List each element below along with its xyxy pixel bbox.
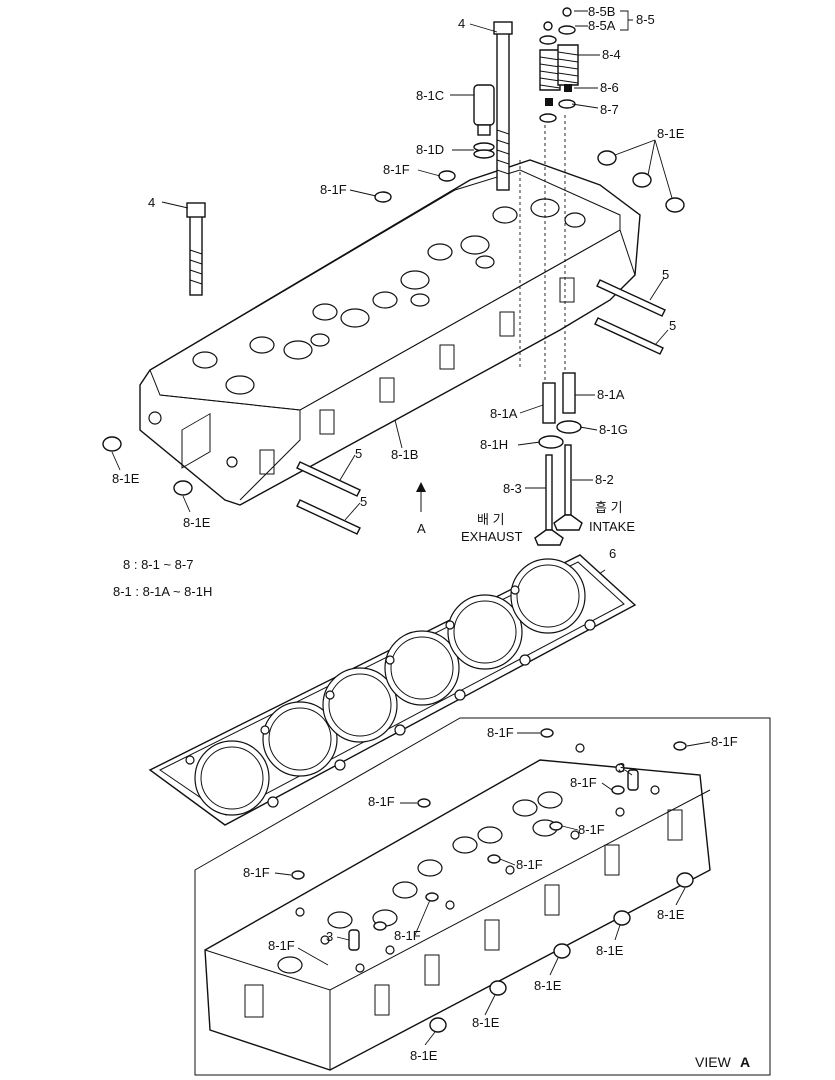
label-8-1F-a: 8-1F [383, 162, 410, 177]
valves [534, 444, 583, 546]
view-label-8-1F-2: 8-1F [711, 734, 738, 749]
view-label-3-b: 3 [326, 929, 333, 944]
head-bolt-top [493, 21, 513, 191]
view-a-title: VIEW [695, 1054, 732, 1070]
label-stud-5-a: 5 [662, 267, 669, 282]
label-8-1A-l: 8-1A [490, 406, 518, 421]
label-8-1E-l2: 8-1E [183, 515, 211, 530]
label-exhaust-kr: 배 기 [477, 512, 505, 527]
label-8-1E-top: 8-1E [657, 126, 685, 141]
label-8-1F-b: 8-1F [320, 182, 347, 197]
labels: 4 4 8-5B 8-5A 8-5 8-4 8-6 8-7 8-1C 8-1D … [112, 4, 750, 1070]
expansion-plug-icon [597, 150, 617, 166]
legend-line-2: 8-1 : 8-1A ~ 8-1H [113, 584, 212, 599]
label-8-6: 8-6 [600, 80, 619, 95]
view-label-3-a: 3 [618, 760, 625, 775]
valve-springs [539, 44, 579, 91]
label-8-3: 8-3 [503, 481, 522, 496]
label-8-5B: 8-5B [588, 4, 615, 19]
label-8-2: 8-2 [595, 472, 614, 487]
leader-lines-top [111, 10, 673, 581]
label-arrow-a: A [417, 521, 426, 536]
label-stud-5-c: 5 [355, 446, 362, 461]
plug-icon [374, 191, 392, 203]
label-bolt-top: 4 [458, 16, 465, 31]
view-label-8-1E-3: 8-1E [534, 978, 562, 993]
expansion-plug-icon [632, 172, 652, 188]
view-label-8-1F-3: 8-1F [368, 794, 395, 809]
head-bosses [192, 198, 586, 395]
label-8-1E-l1: 8-1E [112, 471, 140, 486]
label-8-1C: 8-1C [416, 88, 444, 103]
label-8-1G: 8-1G [599, 422, 628, 437]
label-stud-5-b: 5 [669, 318, 676, 333]
label-intake: INTAKE [589, 519, 635, 534]
expansion-plug-icon [665, 197, 685, 213]
view-label-8-1E-1: 8-1E [657, 907, 685, 922]
injector-sleeve [473, 84, 495, 136]
view-label-8-1F-5: 8-1F [570, 775, 597, 790]
view-label-8-1E-5: 8-1E [410, 1048, 438, 1063]
label-intake-kr: 흡 기 [595, 500, 623, 515]
label-bolt-left: 4 [148, 195, 155, 210]
view-label-8-1F-1: 8-1F [487, 725, 514, 740]
head-gasket [148, 554, 637, 826]
plug-icon [438, 170, 456, 182]
label-gasket: 6 [609, 546, 616, 561]
valve-guide [562, 372, 576, 414]
view-label-8-1E-2: 8-1E [596, 943, 624, 958]
view-label-8-1F-9: 8-1F [268, 938, 295, 953]
label-8-1H: 8-1H [480, 437, 508, 452]
label-8-1B: 8-1B [391, 447, 418, 462]
o-rings [473, 142, 495, 159]
view-label-8-1F-4: 8-1F [243, 865, 270, 880]
label-8-5A: 8-5A [588, 18, 616, 33]
label-8-4: 8-4 [602, 47, 621, 62]
view-a-letter: A [740, 1054, 750, 1070]
view-label-8-1E-4: 8-1E [472, 1015, 500, 1030]
view-label-8-1F-6: 8-1F [578, 822, 605, 837]
label-8-5: 8-5 [636, 12, 655, 27]
cylinder-head-top-view [139, 115, 641, 506]
valve-guide [542, 382, 556, 424]
view-label-8-1F-8: 8-1F [394, 928, 421, 943]
label-8-1A-r: 8-1A [597, 387, 625, 402]
studs [296, 279, 666, 535]
label-8-7: 8-7 [600, 102, 619, 117]
view-a-inset [194, 717, 771, 1076]
label-exhaust: EXHAUST [461, 529, 522, 544]
legend-line-1: 8 : 8-1 ~ 8-7 [123, 557, 193, 572]
label-8-1D: 8-1D [416, 142, 444, 157]
label-stud-5-d: 5 [360, 494, 367, 509]
head-bolt-left [186, 202, 206, 296]
view-label-8-1F-7: 8-1F [516, 857, 543, 872]
